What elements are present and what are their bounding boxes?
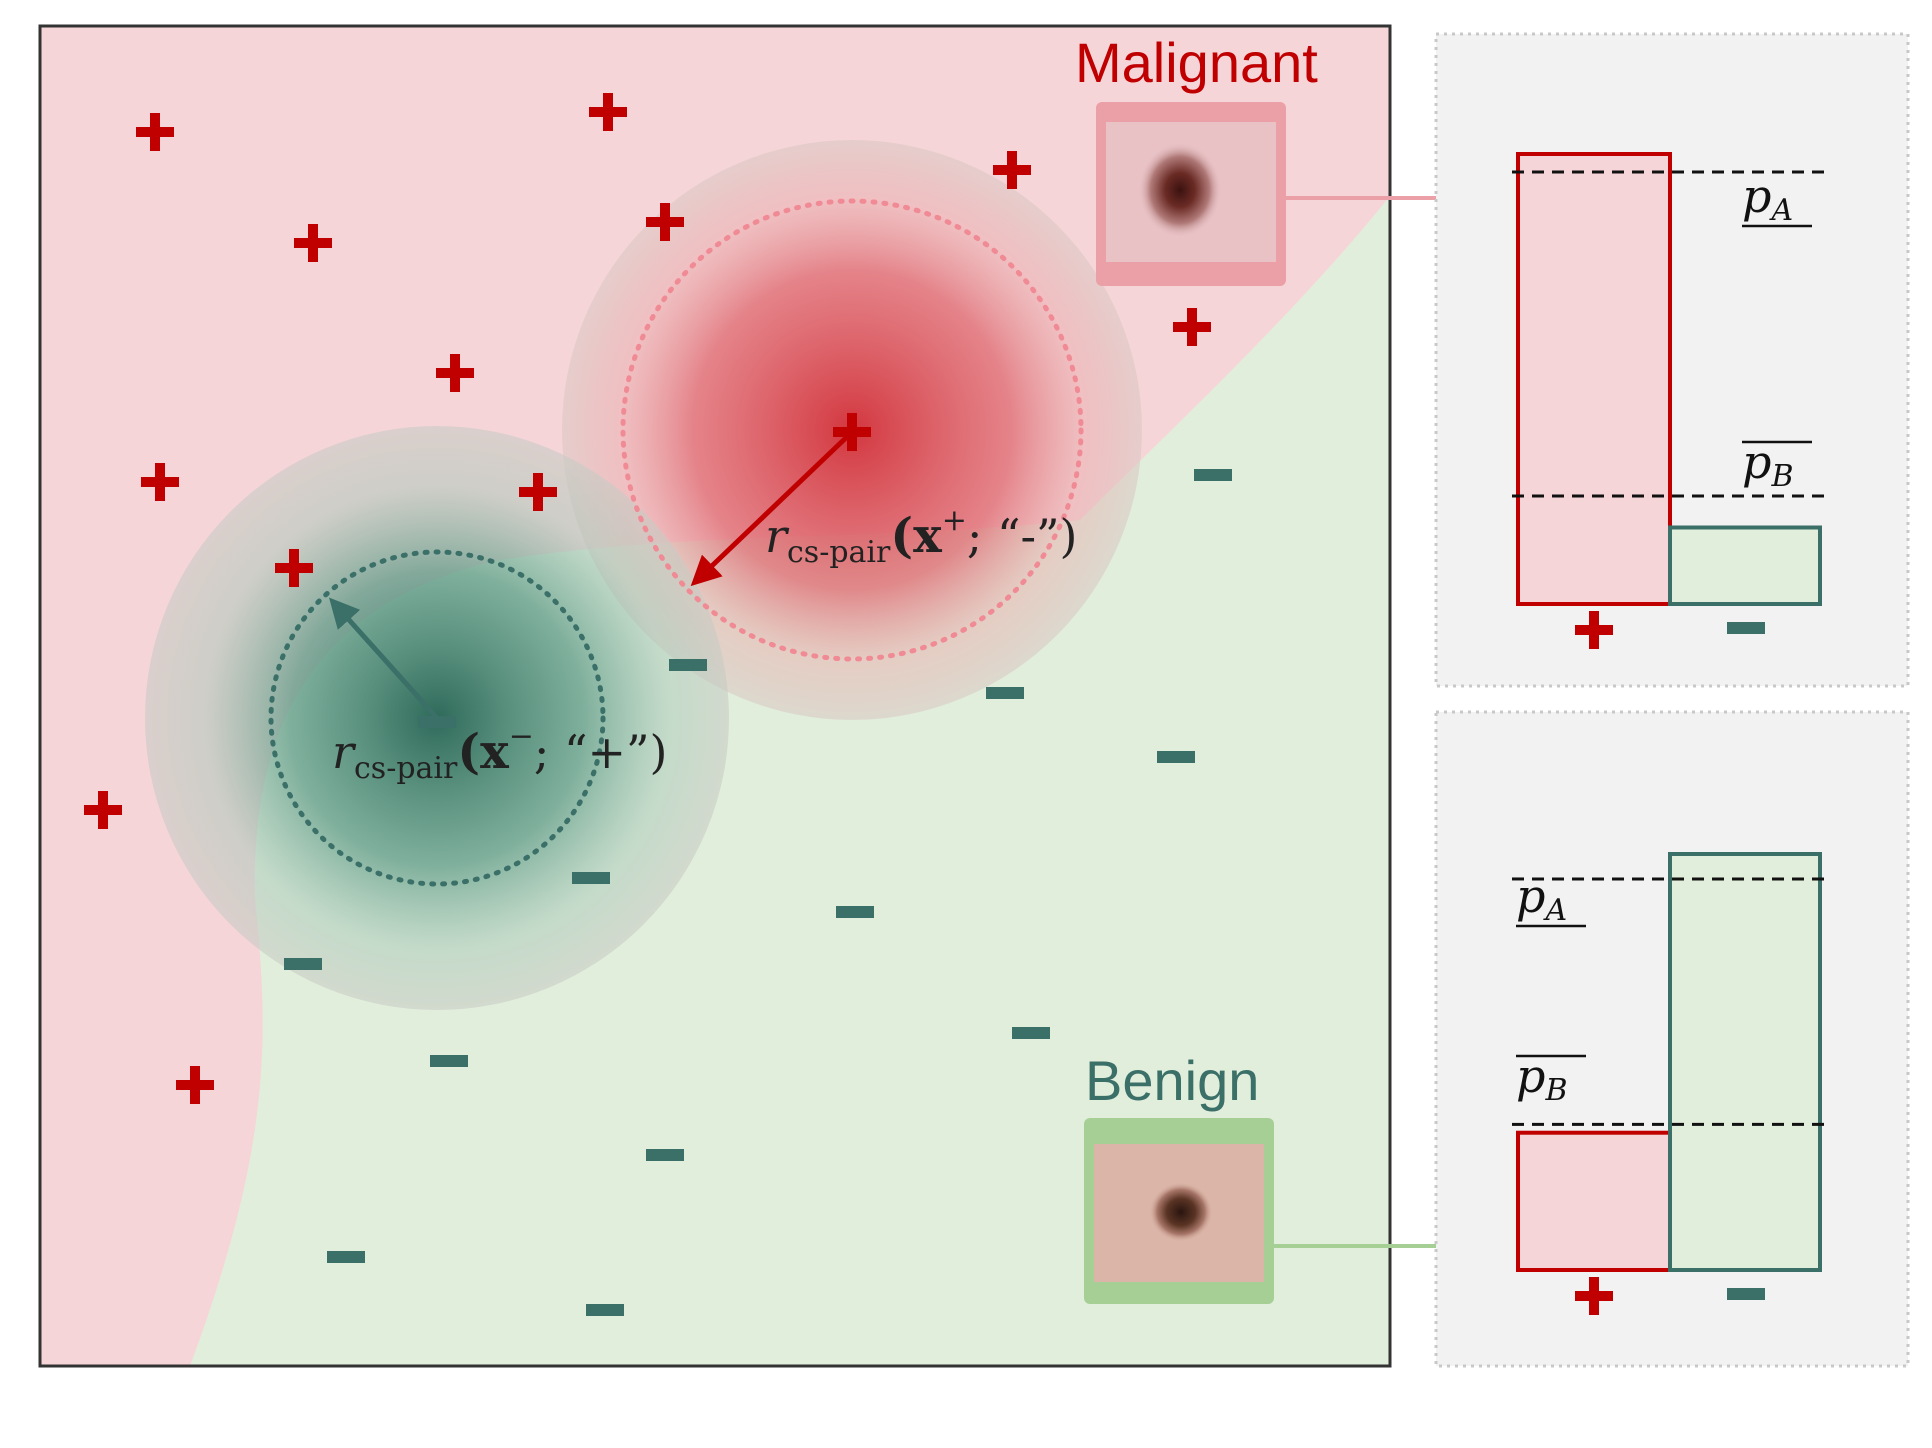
minus-marker-icon (836, 906, 874, 918)
plus-marker-icon (833, 413, 871, 451)
bottom-pA-label: pA (1516, 869, 1567, 928)
minus-marker-icon (986, 687, 1024, 699)
plus-marker-icon (1173, 308, 1211, 346)
malignant-label: Malignant (1075, 31, 1318, 94)
plus-marker-icon (993, 151, 1031, 189)
minus-marker-icon (669, 659, 707, 671)
benign-label: Benign (1085, 1049, 1259, 1112)
minus-marker-icon (1012, 1027, 1050, 1039)
top-probability-panel: pA pB (1434, 32, 1910, 688)
plus-marker-icon (436, 354, 474, 392)
negative-radius-arrow (328, 597, 439, 720)
bottom-negative-class-marker (1727, 1288, 1765, 1300)
top-negative-class-icon (1727, 622, 1765, 634)
positive-certified-radius-circle (620, 198, 1084, 662)
top-negative-bar (1668, 525, 1822, 606)
plus-marker-icon (519, 473, 557, 511)
plus-marker-icon (136, 113, 174, 151)
top-positive-class-icon (1575, 611, 1613, 649)
plus-marker-icon (141, 463, 179, 501)
bot-negative-class-icon (1727, 1288, 1765, 1300)
top-positive-bar (1516, 152, 1672, 606)
bottom-negative-bar (1668, 852, 1822, 1272)
malignant-lesion (1138, 142, 1222, 238)
bot-positive-class-icon (1575, 1277, 1613, 1315)
negative-certified-radius-circle (268, 549, 606, 887)
minus-marker-icon (418, 716, 456, 728)
plus-marker-icon (646, 203, 684, 241)
minus-marker-icon (327, 1251, 365, 1263)
plus-marker-icon (294, 224, 332, 262)
minus-marker-icon (284, 958, 322, 970)
benign-region (190, 196, 1390, 1366)
bottom-probability-panel: pA pB (1434, 710, 1910, 1368)
feature-space-frame (38, 24, 1392, 1368)
minus-marker-icon (646, 1149, 684, 1161)
bottom-pB-label: pB (1516, 1049, 1568, 1108)
top-pA-label: pA (1742, 169, 1793, 228)
bottom-positive-class-marker (1575, 1277, 1613, 1315)
positive-radius-label: rcs-pair(x+; “-”) (765, 503, 1077, 570)
plus-marker-icon (84, 791, 122, 829)
negative-markers (284, 469, 1232, 1316)
negative-radius-label: rcs-pair(x−; “+”) (332, 719, 667, 786)
positive-radius-arrow (690, 430, 854, 587)
minus-marker-icon (572, 872, 610, 884)
top-pB-label: pB (1742, 435, 1794, 494)
plus-marker-icon (176, 1066, 214, 1104)
minus-marker-icon (1157, 751, 1195, 763)
top-positive-class-marker (1575, 611, 1613, 649)
bottom-positive-bar (1516, 1130, 1672, 1272)
plus-marker-icon (589, 93, 627, 131)
positive-markers (84, 93, 1211, 1104)
minus-marker-icon (1194, 469, 1232, 481)
minus-marker-icon (430, 1055, 468, 1067)
benign-lesion (1149, 1182, 1213, 1242)
plus-marker-icon (275, 549, 313, 587)
minus-marker-icon (586, 1304, 624, 1316)
top-negative-class-marker (1727, 622, 1765, 634)
